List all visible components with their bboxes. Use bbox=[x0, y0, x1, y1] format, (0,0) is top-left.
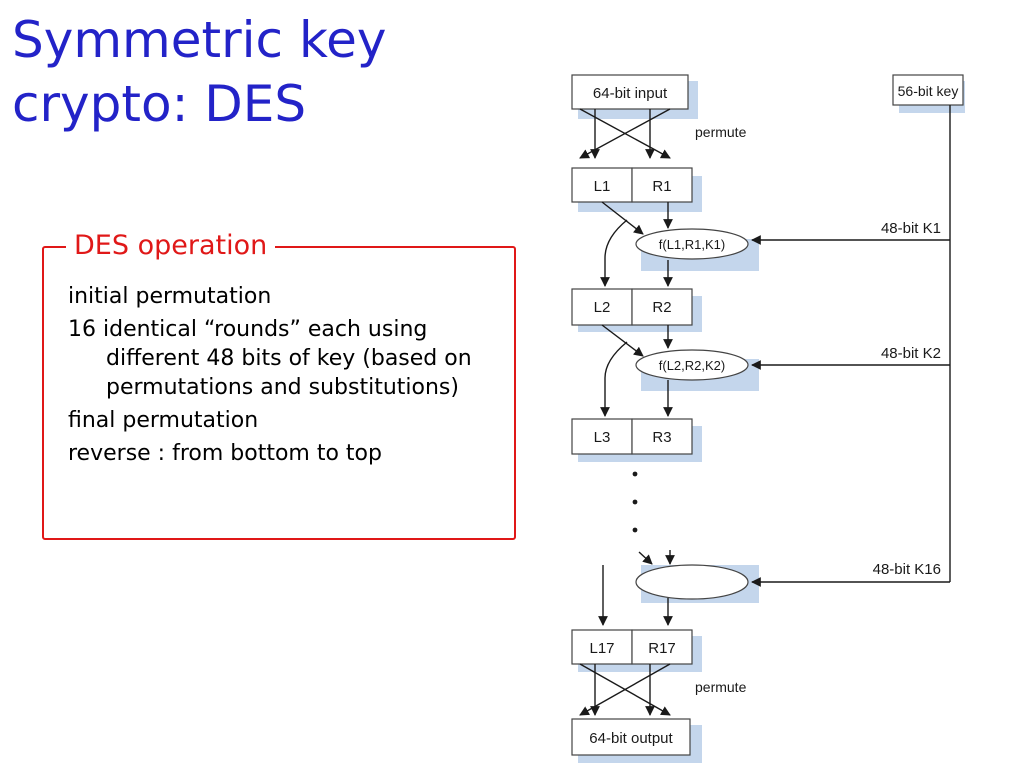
r1-box bbox=[631, 167, 693, 203]
round-16-lines bbox=[598, 550, 675, 626]
permute-label-top: permute bbox=[695, 124, 747, 140]
des-operation-list: initial permutation 16 identical “rounds… bbox=[68, 282, 508, 472]
des-diagram: 64-bit input 56-bit key permute L1 R1 f(… bbox=[571, 74, 965, 763]
k16-label: 48-bit K16 bbox=[873, 561, 941, 578]
des-operation-box: DES operation initial permutation 16 ide… bbox=[42, 230, 516, 540]
permute-top-lines bbox=[579, 108, 671, 159]
l1-label: L1 bbox=[594, 178, 611, 195]
l2-label: L2 bbox=[594, 299, 611, 316]
l17-box bbox=[571, 629, 633, 665]
l3-label: L3 bbox=[594, 429, 611, 446]
f1-ellipse bbox=[635, 228, 749, 260]
list-item: final permutation bbox=[68, 408, 259, 433]
r17-box bbox=[631, 629, 693, 665]
round-1-lines bbox=[600, 201, 673, 287]
l3-box bbox=[571, 418, 633, 455]
key-schedule-lines bbox=[751, 105, 951, 587]
r2-box bbox=[631, 288, 693, 326]
input-label: 64-bit input bbox=[593, 85, 668, 102]
l17-label: L17 bbox=[589, 640, 614, 657]
f16-ellipse bbox=[635, 564, 749, 600]
input-box bbox=[571, 74, 689, 110]
f1-label: f(L1,R1,K1) bbox=[659, 237, 725, 252]
list-item: reverse : from bottom to top bbox=[68, 441, 382, 466]
des-operation-heading: DES operation bbox=[66, 230, 276, 262]
k2-label: 48-bit K2 bbox=[881, 345, 941, 362]
f2-ellipse bbox=[635, 349, 749, 381]
key-box bbox=[892, 74, 964, 106]
r1-label: R1 bbox=[652, 178, 671, 195]
f2-label: f(L2,R2,K2) bbox=[659, 358, 725, 373]
list-item: 16 identical “rounds” each using differe… bbox=[68, 317, 472, 400]
key-label: 56-bit key bbox=[898, 83, 959, 99]
list-item: initial permutation bbox=[68, 284, 272, 309]
l2-box bbox=[571, 288, 633, 326]
r3-box bbox=[631, 418, 693, 455]
permute-bottom-lines bbox=[579, 663, 671, 716]
permute-label-bottom: permute bbox=[695, 679, 747, 695]
k1-label: 48-bit K1 bbox=[881, 220, 941, 237]
ellipsis-dots bbox=[632, 471, 638, 533]
round-2-lines bbox=[600, 324, 673, 417]
r2-label: R2 bbox=[652, 299, 671, 316]
output-box bbox=[571, 718, 691, 756]
output-label: 64-bit output bbox=[589, 730, 673, 747]
r17-label: R17 bbox=[648, 640, 676, 657]
slide-title: Symmetric key crypto: DES bbox=[12, 11, 387, 133]
r3-label: R3 bbox=[652, 429, 671, 446]
